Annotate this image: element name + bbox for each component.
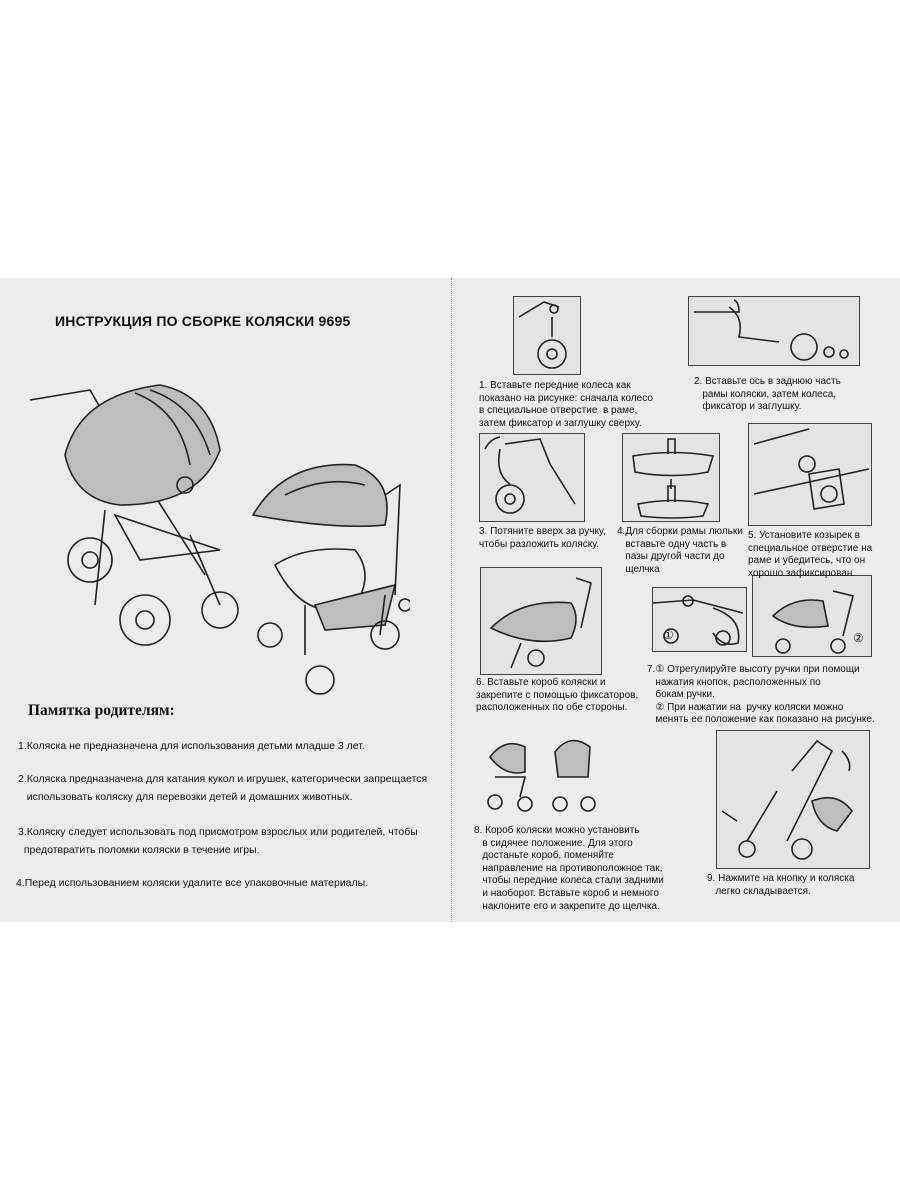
step-3-illustration [479, 433, 585, 522]
step-4-text: 4.Для сборки рамы люльки вставьте одну ч… [617, 526, 743, 575]
step-7-handle-illustration: ① [652, 587, 747, 652]
rule-3: 3.Коляску следует использовать под присм… [18, 826, 418, 856]
step-2-illustration [688, 296, 860, 366]
step-3-text: 3. Потяните вверх за ручку, чтобы разлож… [479, 526, 606, 550]
callout-1: ① [663, 628, 674, 642]
step-9-text: 9. Нажмите на кнопку и коляска легко скл… [707, 873, 855, 897]
step-6-illustration [480, 567, 602, 675]
step-8-text: 8. Короб коляски можно установить в сидя… [474, 825, 664, 912]
stroller-illustration [245, 455, 410, 705]
step-7-text: 7.① Отрегулируйте высоту ручки при помощ… [647, 664, 875, 726]
rule-2: 2.Коляска предназначена для катания куко… [18, 773, 428, 803]
step-2-text: 2. Вставьте ось в заднюю часть рамы коля… [694, 376, 841, 413]
step-5-text: 5. Установите козырек в специальное отве… [748, 530, 873, 579]
step-6-text: 6. Вставьте короб коляски и закрепите с … [476, 677, 639, 714]
rule-1: 1.Коляска не предназначена для использов… [18, 740, 365, 752]
rule-4: 4.Перед использованием коляски удалите в… [16, 877, 369, 889]
step-1-illustration [513, 296, 581, 375]
callout-2: ② [853, 631, 864, 645]
page-fold-divider [451, 278, 452, 922]
memo-heading: Памятка родителям: [28, 702, 175, 719]
pram-illustration [20, 365, 245, 655]
step-8-illustration [480, 722, 600, 818]
page-title: ИНСТРУКЦИЯ ПО СБОРКЕ КОЛЯСКИ 9695 [55, 313, 351, 329]
step-9-illustration [716, 730, 870, 869]
step-1-text: 1. Вставьте передние колеса как показано… [479, 380, 653, 429]
step-7-stroller-illustration: ② [752, 575, 872, 657]
step-4-illustration [622, 433, 720, 522]
step-5-illustration [748, 423, 872, 526]
